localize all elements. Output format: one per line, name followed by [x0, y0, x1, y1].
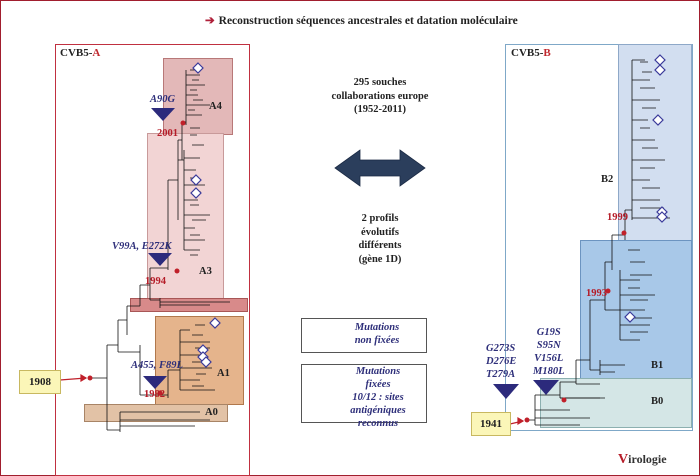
- clade-b0-box: [540, 378, 692, 428]
- mutation-labels-b-right: G19S S95N V156L M180L: [533, 327, 565, 377]
- virologie-logo: Virologie: [618, 452, 667, 467]
- root-year-b: 1941: [471, 412, 511, 436]
- clade-label-a0: A0: [205, 407, 218, 418]
- year-label-1982: 1982: [144, 389, 165, 400]
- clade-b2-box: [618, 44, 692, 242]
- clade-label-b0: B0: [651, 396, 664, 407]
- mutation-label-a3: V99A, E272K: [112, 241, 172, 252]
- mutation-label-a1: A455, F89L: [131, 360, 183, 371]
- clade-label-a3: A3: [199, 266, 212, 277]
- profiles-info: 2 profils évolutifs différents (gène 1D): [358, 213, 402, 265]
- legend-unfixed: [301, 318, 427, 353]
- panel-a-title: CVB5-A: [60, 47, 101, 59]
- mutation-labels-b-left: G273S D276E T279A: [486, 343, 517, 380]
- clade-label-a1: A1: [217, 368, 230, 379]
- legend-fixed-text: Mutations fixées 10/12 : sites antigéniq…: [350, 366, 406, 429]
- year-label-1999: 1999: [607, 212, 628, 223]
- strains-info: 295 souches collaborations europe (1952-…: [331, 77, 429, 115]
- legend-fixed: [301, 364, 427, 423]
- year-label-1993: 1993: [586, 288, 607, 299]
- legend-unfixed-text: Mutations non fixées: [354, 322, 400, 346]
- title-arrow-icon: ➔: [205, 15, 215, 27]
- panel-b-title: CVB5-B: [511, 47, 551, 59]
- year-label-1994: 1994: [145, 276, 166, 287]
- panel-b: [505, 44, 693, 431]
- double-arrow-icon: [334, 149, 426, 187]
- clade-label-a4: A4: [209, 101, 222, 112]
- mutation-label-a90g: A90G: [150, 94, 176, 105]
- clade-label-b1: B1: [651, 360, 664, 371]
- root-year-a: 1908: [19, 370, 61, 394]
- figure-title: ➔Reconstruction séquences ancestrales et…: [205, 15, 518, 27]
- clade-a3-box: [147, 133, 224, 302]
- clade-label-b2: B2: [601, 174, 614, 185]
- year-label-2001: 2001: [157, 128, 178, 139]
